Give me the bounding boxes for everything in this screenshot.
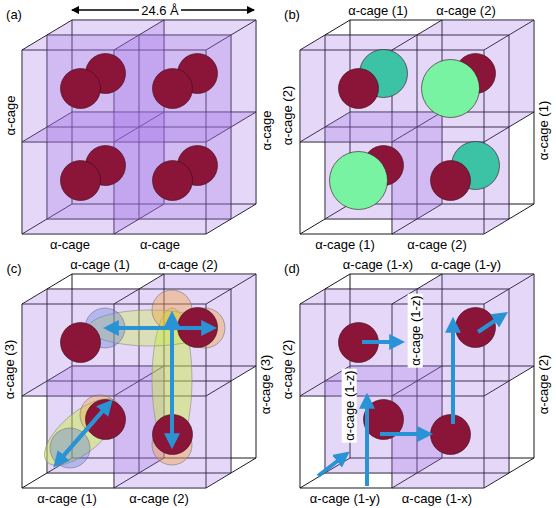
cage-label: α-cage (1) <box>348 3 408 18</box>
panel-letter: (a) <box>6 7 22 22</box>
cage-label: α-cage (1-y) <box>431 257 501 272</box>
panel-letter: (c) <box>6 261 21 276</box>
cage-label: α-cage <box>3 95 18 135</box>
hop-arrow <box>110 326 210 330</box>
hop-arrow <box>478 316 502 332</box>
cage-label: α-cage <box>50 237 90 252</box>
cage-label: α-cage (3) <box>3 339 18 399</box>
cage-label: α-cage (2) <box>407 237 467 252</box>
cage-label: α-cage (1) <box>37 491 97 506</box>
alpha-cage-face <box>231 274 256 381</box>
cage-label: α-cage (1-x) <box>343 257 413 272</box>
guest-sphere <box>153 69 193 109</box>
guest-sphere <box>431 161 471 201</box>
guest-sphere <box>61 323 101 363</box>
guest-sphere <box>422 60 480 118</box>
panel-letter: (b) <box>284 7 300 22</box>
hop-arrow <box>110 326 210 330</box>
cage-label: α-cage (1-z) <box>342 368 357 442</box>
hop-arrow <box>451 324 455 424</box>
cage-label: α-cage <box>258 110 273 150</box>
alpha-cage-face <box>231 112 256 219</box>
cage-label: α-cage (1-z) <box>408 293 423 367</box>
cage-label: α-cage (2) <box>129 491 189 506</box>
alpha-cage-face <box>392 396 484 488</box>
guest-sphere <box>330 152 388 210</box>
guest-sphere <box>61 161 101 201</box>
alpha-cage-face <box>231 20 256 127</box>
guest-sphere <box>339 69 379 109</box>
guest-sphere <box>456 308 496 348</box>
alpha-cage-face <box>509 274 534 381</box>
cage-label: α-cage (2) <box>436 3 496 18</box>
dimension-label: 24.6 Å <box>139 3 181 18</box>
cage-label: α-cage (1) <box>536 100 551 160</box>
guest-sphere <box>431 415 471 455</box>
alpha-cage-face <box>509 20 534 127</box>
cage-label: α-cage (1-y) <box>310 491 380 506</box>
hop-arrow <box>170 318 174 442</box>
hop-arrow <box>170 318 174 442</box>
hop-arrow <box>362 340 398 344</box>
cage-label: α-cage <box>140 237 180 252</box>
cage-label: α-cage (3) <box>258 354 273 414</box>
panel-letter: (d) <box>284 261 300 276</box>
hop-arrow <box>380 432 426 436</box>
cage-label: α-cage (2) <box>536 354 551 414</box>
hop-arrow <box>58 405 108 462</box>
hop-arrow <box>365 400 369 486</box>
alpha-cage-face <box>206 381 231 488</box>
guest-sphere <box>153 161 193 201</box>
cage-label: α-cage (2) <box>280 85 295 145</box>
cage-label: α-cage (2) <box>280 339 295 399</box>
guest-sphere <box>61 69 101 109</box>
hop-region <box>34 387 130 477</box>
cage-label: α-cage (1-x) <box>402 491 472 506</box>
alpha-cage-face <box>484 381 509 488</box>
hop-arrow <box>318 456 344 476</box>
cage-label: α-cage (1) <box>70 257 130 272</box>
cage-label: α-cage (1) <box>315 237 375 252</box>
hop-arrow <box>58 405 108 462</box>
cage-label: α-cage (2) <box>158 257 218 272</box>
